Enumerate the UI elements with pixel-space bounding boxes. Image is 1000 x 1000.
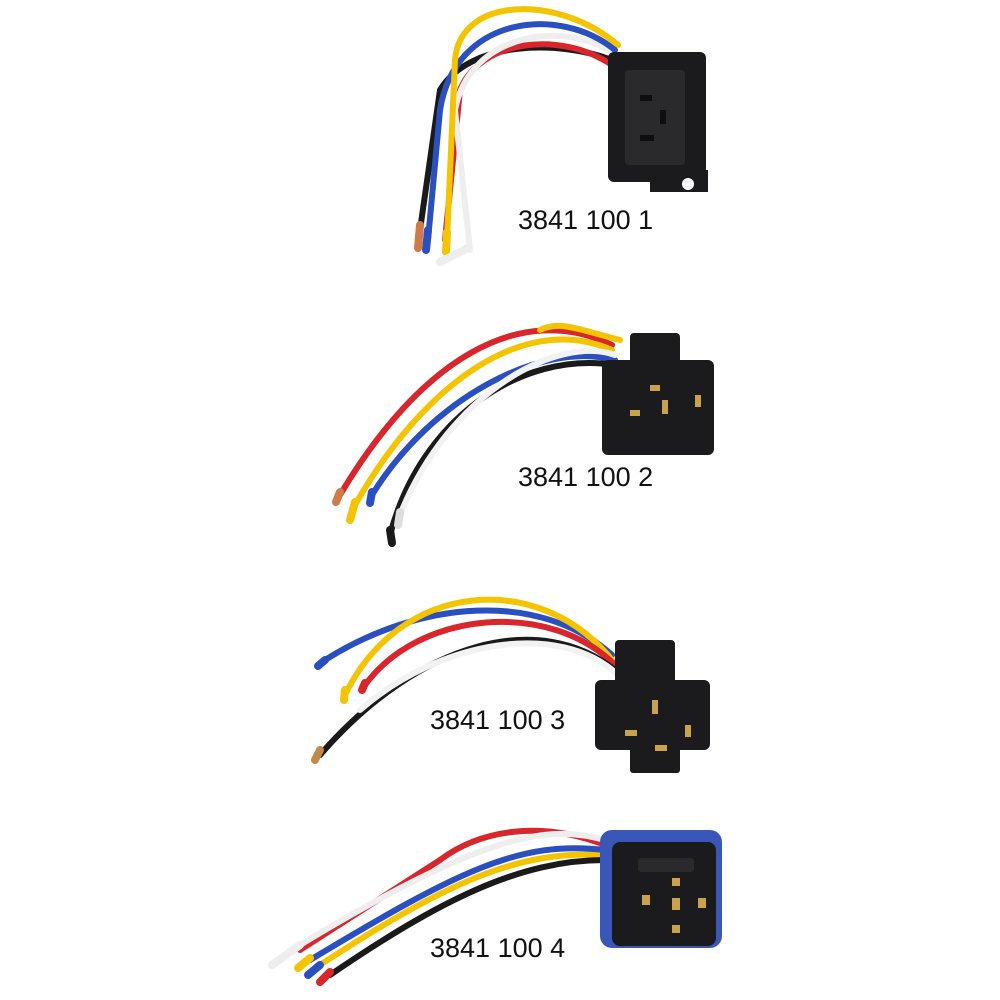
part-number-label-4: 3841 100 4: [430, 933, 566, 963]
part-number-label-3: 3841 100 3: [430, 705, 566, 735]
relay-socket-2: [332, 322, 714, 547]
part-number-label-2: 3841 100 2: [518, 462, 654, 492]
relay-socket-4: [268, 827, 722, 986]
part-number-label-1: 3841 100 1: [518, 205, 654, 235]
relay-socket-3: [311, 596, 710, 773]
relay-socket-1: [414, 6, 708, 266]
